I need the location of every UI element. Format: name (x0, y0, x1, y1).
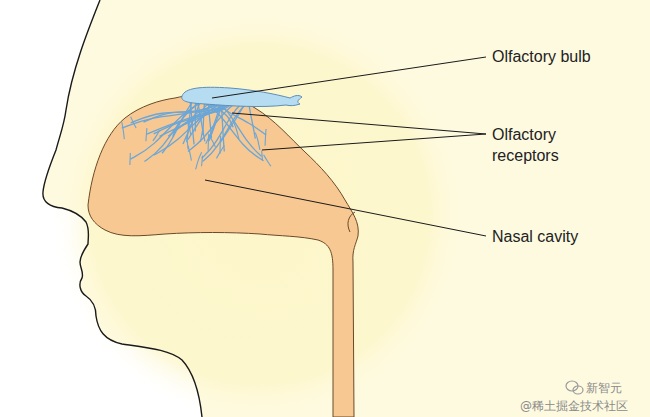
receptor-branch (255, 133, 260, 150)
wechat-icon (566, 381, 583, 394)
watermark: 新智元 (586, 381, 646, 395)
receptor-branch (201, 156, 203, 167)
leader-line (212, 57, 486, 98)
receptor-branch (261, 150, 263, 160)
receptor-fiber (202, 100, 245, 158)
olfactory-bulb-shape (182, 87, 302, 106)
receptor-fibers (122, 100, 271, 169)
leader-lines (205, 57, 486, 236)
receptor-branch (265, 129, 267, 146)
receptor-branch (188, 146, 191, 161)
receptor-branch (153, 130, 160, 141)
receptor-branch (208, 134, 210, 151)
part-label: Nasal cavity (492, 226, 642, 247)
receptor-branch (187, 136, 188, 149)
throat-edge (348, 212, 355, 232)
receptor-branch (131, 117, 136, 128)
nasal-cavity-shape (88, 94, 358, 417)
receptor-fiber (199, 100, 263, 161)
receptor-branch (264, 155, 271, 167)
receptor-branch (219, 136, 221, 154)
part-label: Olfactory bulb (492, 46, 642, 67)
part-label: Olfactory receptors (492, 124, 587, 166)
receptor-branch (129, 153, 131, 165)
receptor-branch (122, 122, 125, 139)
leader-line (205, 180, 486, 236)
receptor-branch (145, 128, 147, 141)
receptor-fiber (202, 100, 250, 162)
leader-line (232, 113, 486, 134)
head-fill (43, 0, 650, 417)
receptor-branch (196, 152, 202, 169)
leader-line (262, 134, 486, 150)
watermark: @稀土掘金技术社区 (520, 399, 646, 413)
receptor-branch (209, 135, 215, 147)
